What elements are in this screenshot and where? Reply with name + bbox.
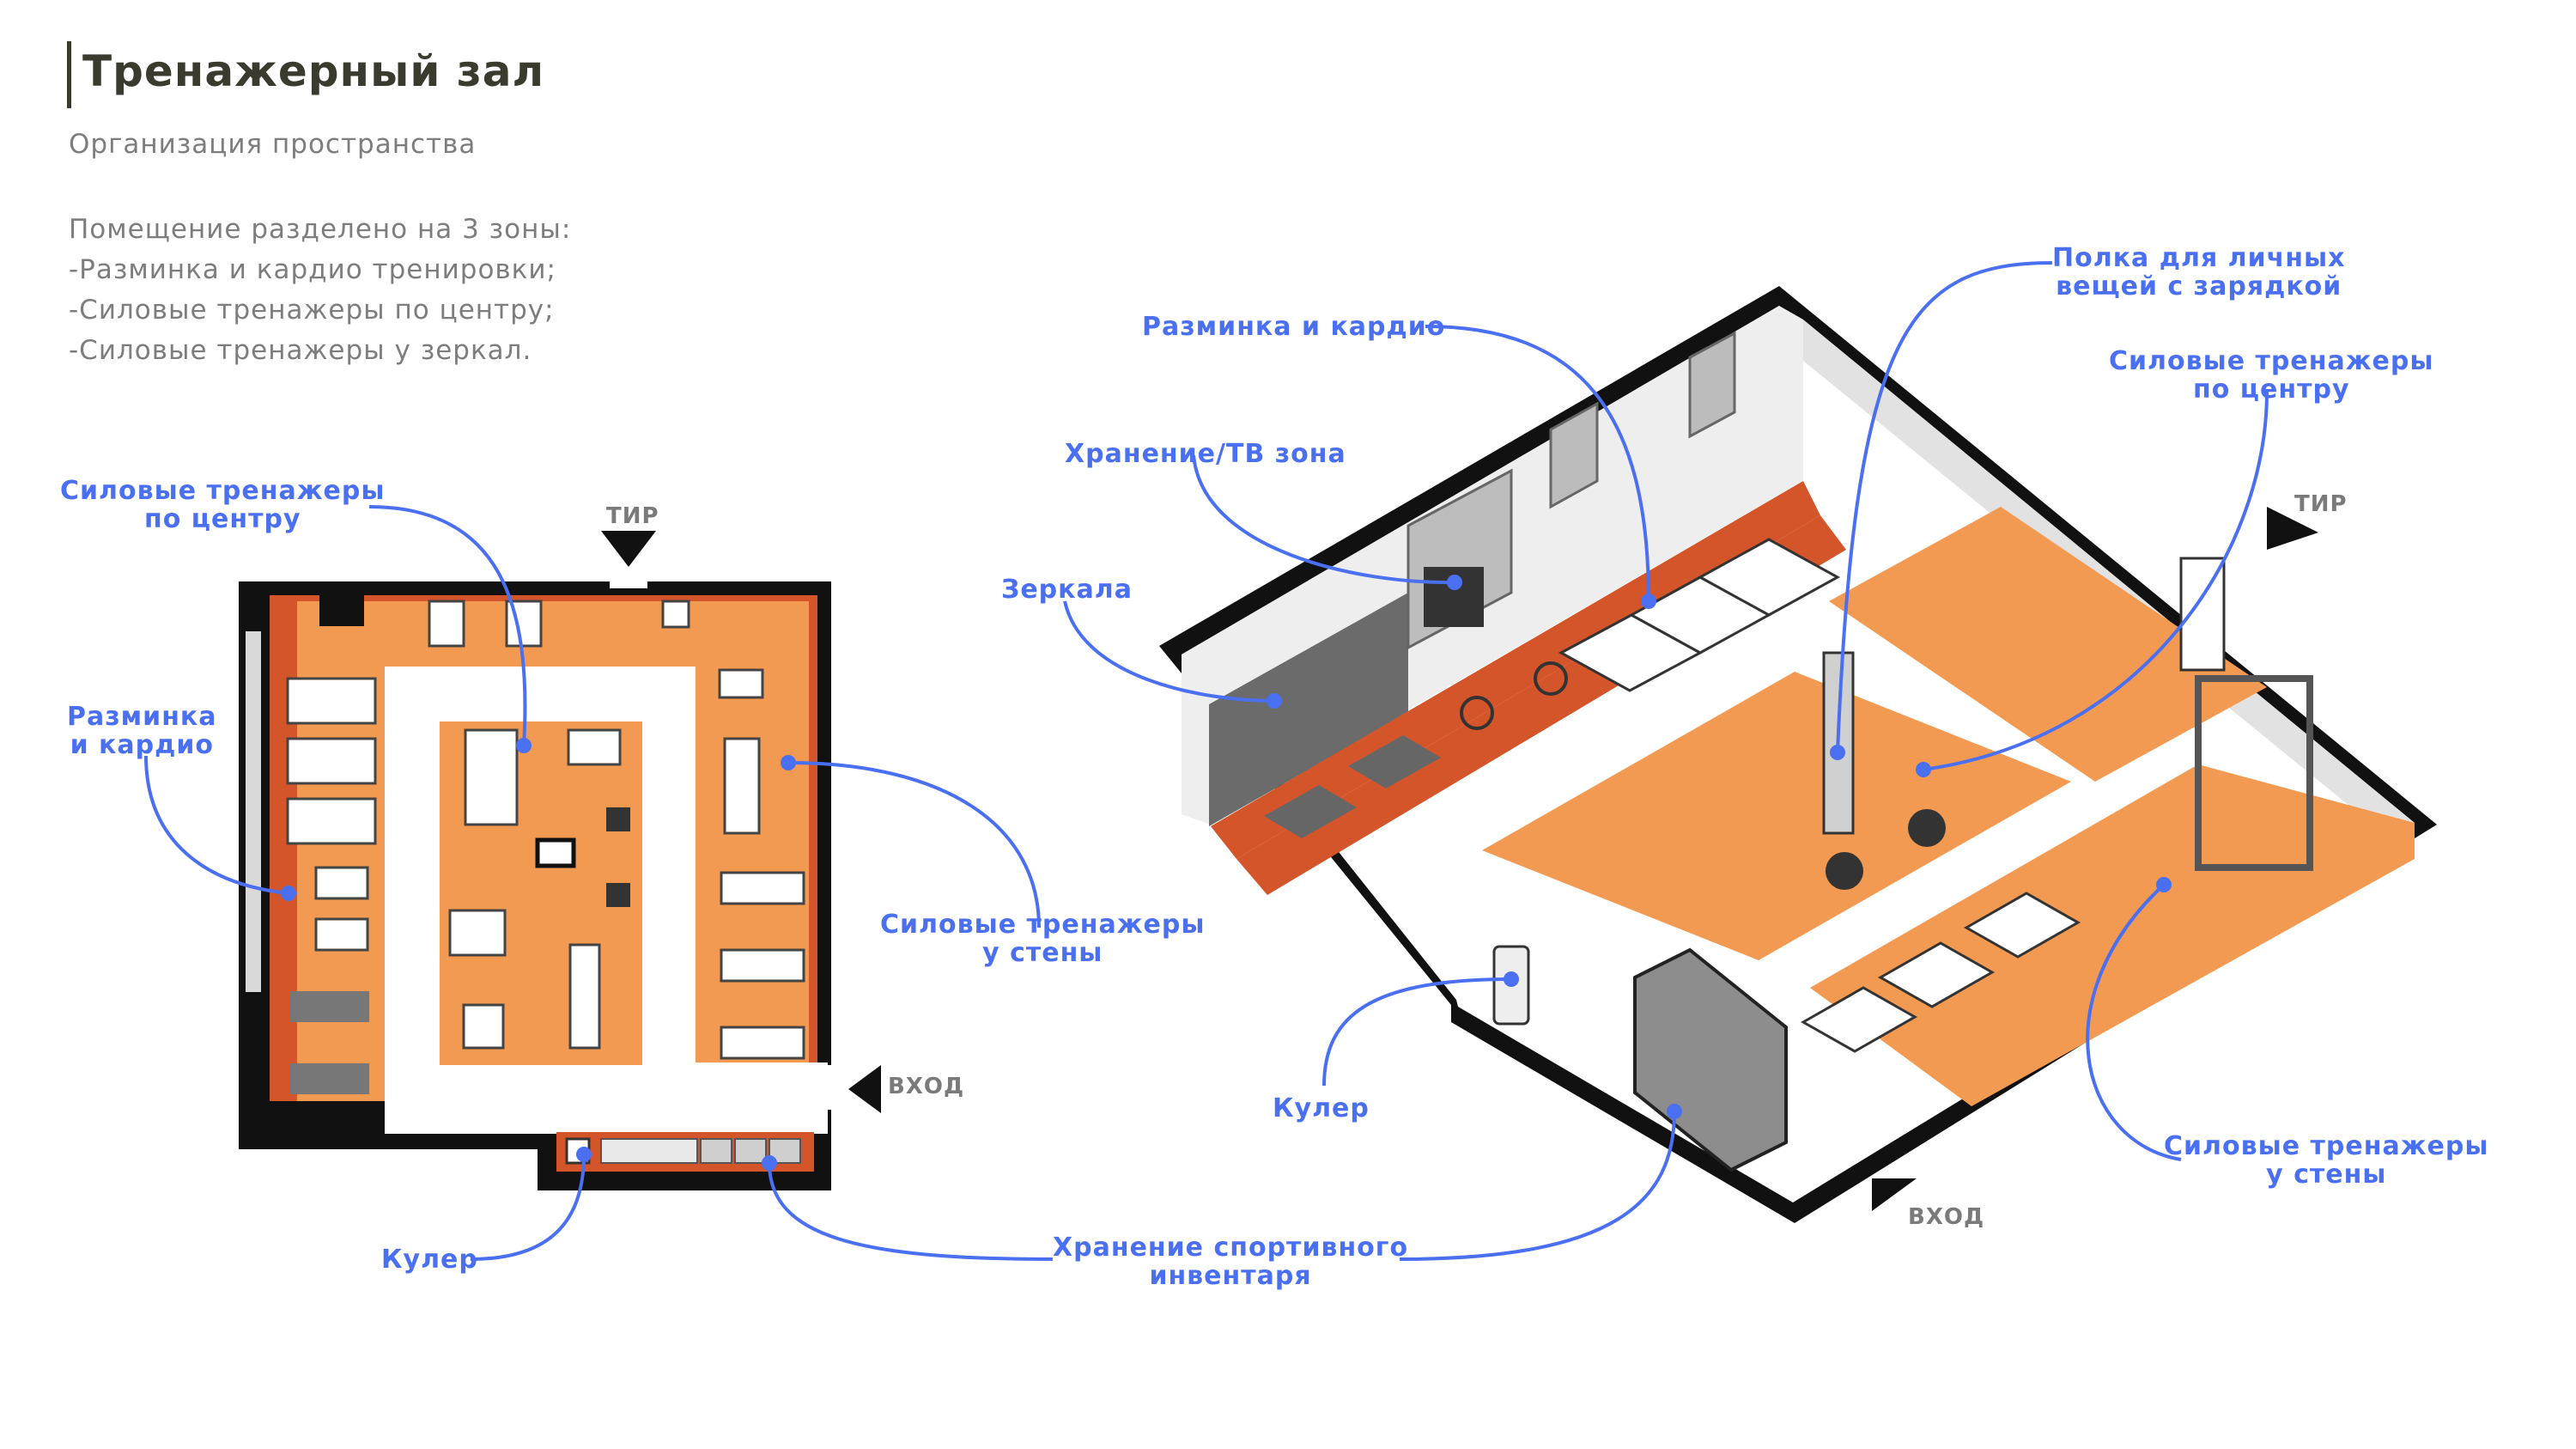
axo-mirrors	[1209, 593, 1408, 826]
axo-entrance-arrow	[1872, 1178, 1917, 1211]
axo-label-storage-tv: Хранение/ТВ зона	[1065, 439, 1346, 469]
axo-direction-tir: ТИР	[2294, 491, 2348, 517]
plan-entrance-arrow	[848, 1065, 881, 1113]
description-line: -Силовые тренажеры у зеркал.	[69, 335, 532, 366]
title-accent-bar	[67, 41, 71, 108]
plan-label-strength-center: Силовые тренажеры по центру	[60, 476, 386, 534]
plan-label-warmup-cardio: Разминка и кардио	[67, 702, 217, 760]
axonometric-view	[1159, 286, 2437, 1223]
axo-label-strength-center: Силовые тренажеры по центру	[2109, 346, 2434, 405]
axo-label-cooler: Кулер	[1273, 1093, 1370, 1123]
callout-lines	[144, 261, 2269, 1261]
axo-tir-arrow	[2267, 507, 2318, 550]
zones-description: Помещение разделено на 3 зоны: -Разминка…	[69, 210, 571, 371]
plan-direction-tir: ТИР	[606, 503, 659, 529]
axo-label-shelf: Полка для личных вещей с зарядкой	[2052, 243, 2346, 301]
description-line: Помещение разделено на 3 зоны:	[69, 214, 572, 245]
callout-dots	[281, 575, 2172, 1171]
axo-direction-entrance: ВХОД	[1908, 1204, 1985, 1230]
axo-center-zone	[1482, 672, 2071, 960]
axo-label-warmup-cardio: Разминка и кардио	[1142, 312, 1446, 342]
axo-label-strength-wall: Силовые тренажеры у стены	[2164, 1131, 2489, 1190]
plan-label-storage: Хранение спортивного инвентаря	[1053, 1233, 1409, 1291]
floor-plan	[239, 531, 881, 1190]
plan-label-cooler: Кулер	[381, 1245, 478, 1275]
description-line: -Силовые тренажеры по центру;	[69, 295, 555, 326]
plan-tir-arrow	[601, 531, 656, 567]
description-line: -Разминка и кардио тренировки;	[69, 254, 556, 285]
axo-label-mirrors: Зеркала	[1001, 575, 1133, 605]
axo-wall-zone	[1810, 764, 2415, 1106]
plan-direction-entrance: ВХОД	[888, 1074, 965, 1099]
plan-label-strength-wall: Силовые тренажеры у стены	[880, 910, 1206, 968]
page-subtitle: Организация пространства	[69, 129, 477, 160]
page-title: Тренажерный зал	[82, 46, 545, 96]
